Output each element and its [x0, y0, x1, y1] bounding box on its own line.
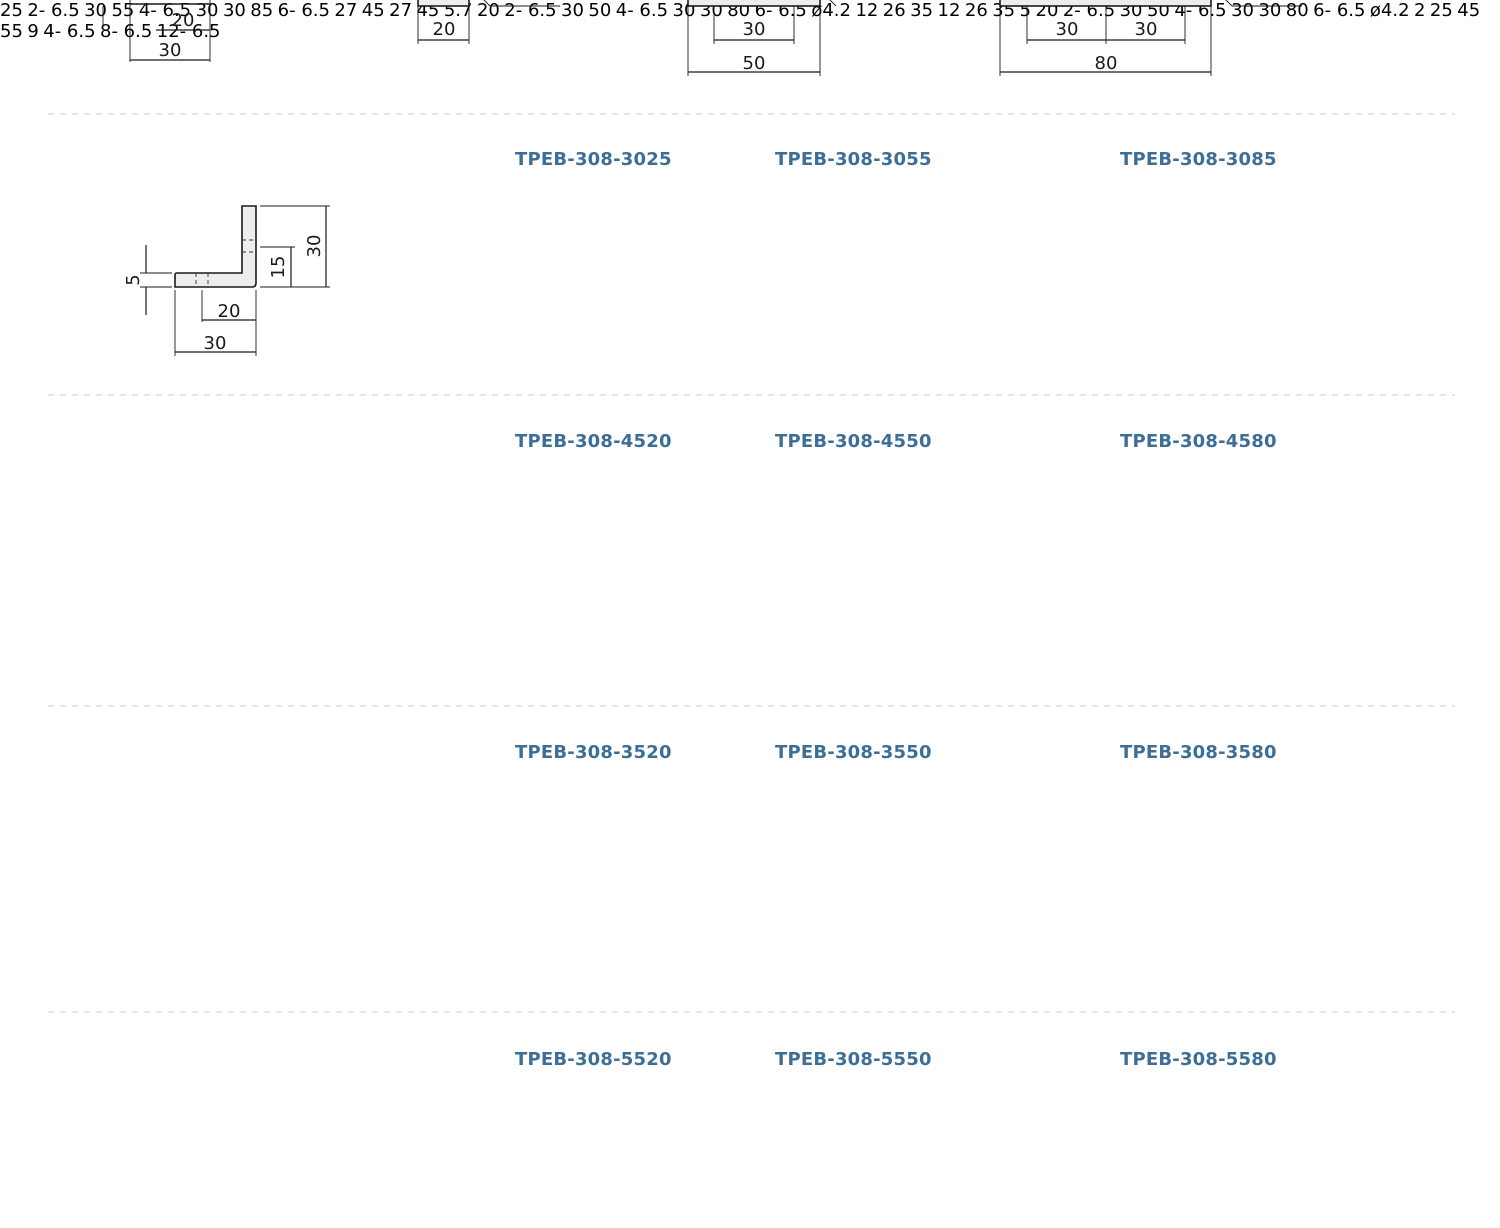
- dim-text: 20: [172, 10, 195, 31]
- dim-text: ø4.2: [811, 0, 851, 21]
- dim-text: 30: [159, 40, 182, 61]
- top-profile-drawing: 20 30: [102, 0, 211, 62]
- dim-text: 30: [561, 0, 584, 21]
- dim-text: 50: [588, 0, 612, 21]
- dim-text: 25: [1429, 0, 1453, 21]
- hole-callout: 6- 6.5: [277, 0, 330, 21]
- row1-profile-drawing: 20 30 15 30 5: [123, 205, 330, 356]
- row2-bracket-b-drawing: 30 50 4- 6.5: [561, 0, 672, 21]
- dim-text: 5: [1019, 0, 1032, 21]
- dim-text: 55: [0, 21, 23, 42]
- row4-profile-drawing: ø4.2 2 25 45 55 9: [0, 0, 1481, 42]
- dim-text: 20: [218, 301, 241, 322]
- product-code: TPEB-308-3055: [775, 149, 932, 170]
- hole-callout: 2- 6.5: [504, 0, 557, 21]
- dim-text: 27: [334, 0, 358, 21]
- dim-text: 80: [1095, 53, 1118, 74]
- row1-bracket-b-drawing: 30 55 4- 6.5: [84, 0, 195, 21]
- dim-text: 30: [222, 0, 246, 21]
- product-code: TPEB-308-4580: [1120, 431, 1277, 452]
- dim-text: 9: [27, 21, 39, 42]
- dim-text: 12: [855, 0, 879, 21]
- dim-text: 15: [268, 256, 289, 279]
- product-code: TPEB-308-5520: [515, 1049, 672, 1070]
- dim-text: 26: [964, 0, 988, 21]
- dim-text: 30: [1135, 19, 1158, 40]
- row3-bracket-c-drawing: 30 30 80 6- 6.5: [1231, 0, 1370, 21]
- hole-callout: 12- 6.5: [156, 21, 221, 42]
- hole-callout: 4- 6.5: [138, 0, 192, 21]
- hole-callout: 4- 6.5: [43, 21, 96, 42]
- dim-text: 30: [84, 0, 108, 21]
- row2-bracket-a-drawing: 20 2- 6.5: [476, 0, 561, 21]
- dim-text: 80: [1285, 0, 1309, 21]
- product-code: TPEB-308-5550: [775, 1049, 932, 1070]
- hole-callout: 8- 6.5: [100, 21, 153, 42]
- row1-bracket-a-drawing: 25 2- 6.5: [0, 0, 84, 21]
- dim-text: 30: [1258, 0, 1282, 21]
- dim-text: ø4.2: [1369, 0, 1410, 21]
- dim-text: 30: [204, 333, 227, 354]
- product-code: TPEB-308-3550: [775, 742, 932, 763]
- hole-callout: 6- 6.5: [1313, 0, 1366, 21]
- row4-bracket-b-drawing: 8- 6.5: [100, 21, 157, 42]
- dim-text: 26: [882, 0, 906, 21]
- dim-text: 30: [1056, 19, 1079, 40]
- hole-callout: 4- 6.5: [615, 0, 669, 21]
- dim-text: 45: [1457, 0, 1481, 21]
- row1-bracket-c-drawing: 30 30 85 6- 6.5: [195, 0, 335, 21]
- product-code: TPEB-308-4520: [515, 431, 672, 452]
- dim-text: 2: [1414, 0, 1426, 21]
- dim-text: 20: [476, 0, 500, 21]
- product-code: TPEB-308-3520: [515, 742, 672, 763]
- product-code: TPEB-308-3580: [1120, 742, 1277, 763]
- hole-callout: 2- 6.5: [27, 0, 80, 21]
- product-code: TPEB-308-3085: [1120, 149, 1277, 170]
- top-bracket-c-drawing: 30 30 80: [999, 0, 1302, 76]
- row3-profile-drawing: ø4.2 12 26 35 12 26 35 5: [811, 0, 1035, 21]
- dim-text: 35: [910, 0, 934, 21]
- dim-text: 30: [743, 19, 766, 40]
- top-bracket-a-drawing: 20: [417, 0, 560, 44]
- row4-bracket-c-drawing: 12- 6.5: [156, 21, 221, 42]
- dim-text: 25: [0, 0, 23, 21]
- dim-text: 27: [389, 0, 413, 21]
- product-code: TPEB-308-4550: [775, 431, 932, 452]
- dim-text: 12: [937, 0, 961, 21]
- product-code: TPEB-308-3025: [515, 149, 672, 170]
- dim-text: 30: [195, 0, 219, 21]
- dim-text: 5: [123, 274, 144, 285]
- dim-text: 45: [361, 0, 385, 21]
- row4-bracket-a-drawing: 4- 6.5: [43, 21, 100, 42]
- dim-text: 30: [304, 235, 325, 258]
- dim-text: 30: [1231, 0, 1254, 21]
- dim-text: 55: [111, 0, 135, 21]
- top-bracket-b-drawing: 30 50: [687, 0, 837, 76]
- product-code: TPEB-308-5580: [1120, 1049, 1277, 1070]
- dim-text: 50: [743, 53, 766, 74]
- dim-text: 20: [433, 19, 456, 40]
- dim-text: 85: [250, 0, 274, 21]
